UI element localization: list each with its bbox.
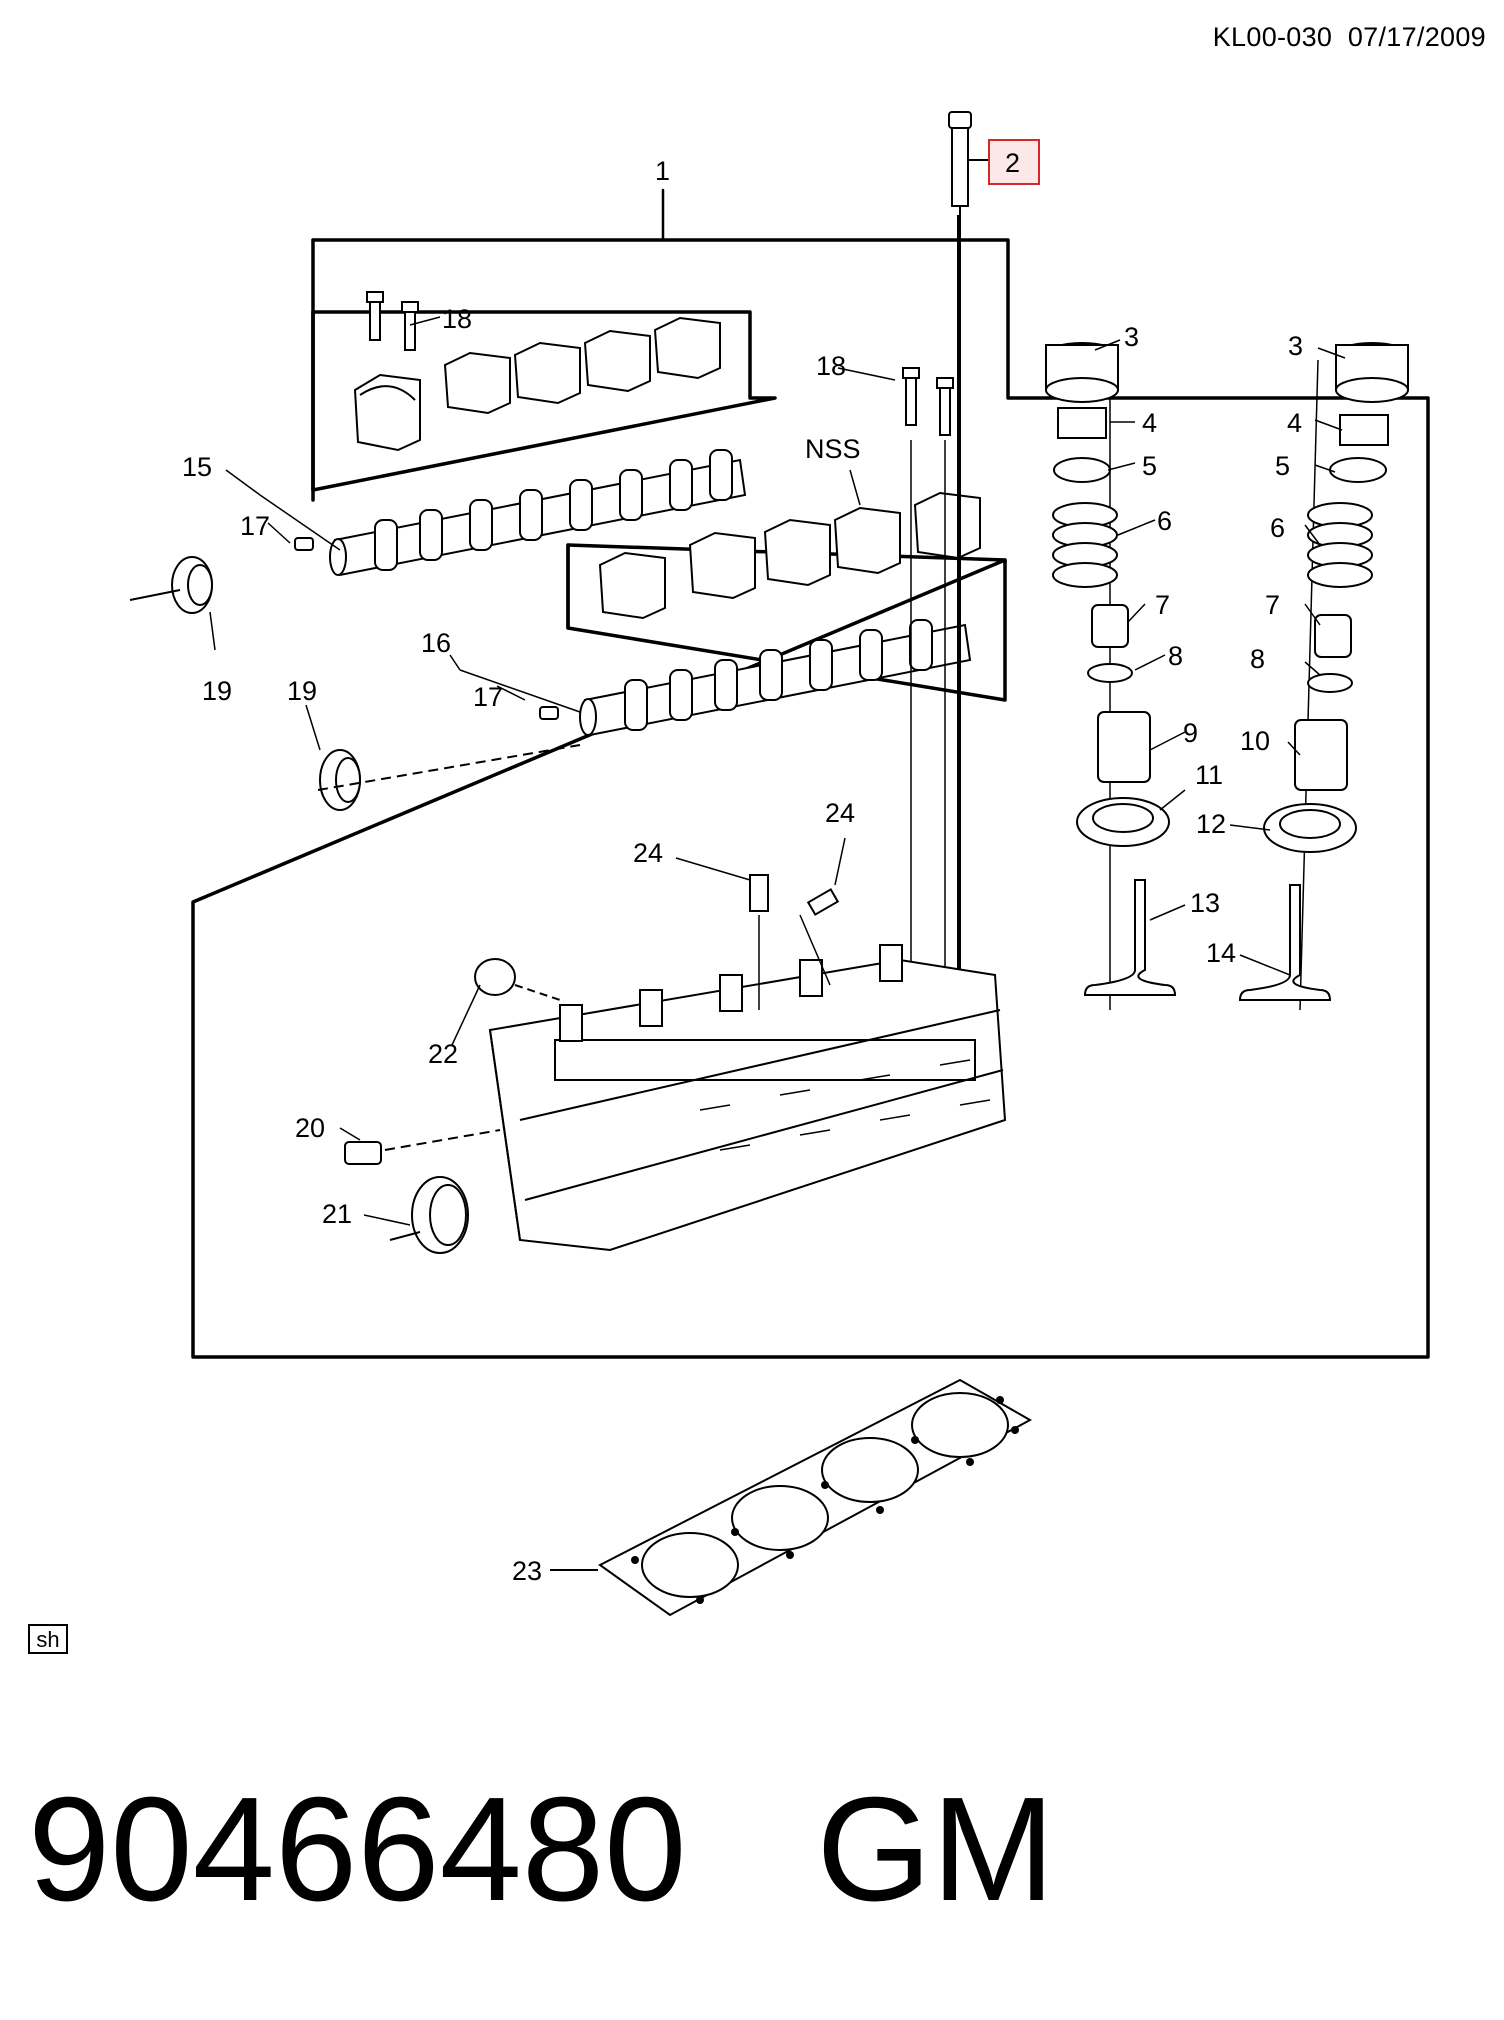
camshaft-16 bbox=[539, 619, 972, 737]
callout-18-upper: 18 bbox=[442, 304, 472, 334]
callout-5-right: 5 bbox=[1275, 451, 1290, 481]
callout-14: 14 bbox=[1206, 938, 1236, 968]
oil-seal-19-upper bbox=[129, 556, 213, 614]
cap-21 bbox=[389, 1176, 469, 1254]
cap-bolts-18 bbox=[902, 367, 954, 995]
callout-4-left: 4 bbox=[1142, 408, 1157, 438]
stud-24-right bbox=[799, 888, 840, 986]
callout-16: 16 bbox=[421, 628, 451, 658]
callout-13: 13 bbox=[1190, 888, 1220, 918]
bearing-caps-upper bbox=[353, 316, 721, 452]
callout-3-right: 3 bbox=[1288, 331, 1303, 361]
callout-7-left: 7 bbox=[1155, 590, 1170, 620]
cylinder-head bbox=[488, 944, 1007, 1252]
callout-20: 20 bbox=[295, 1113, 325, 1143]
callout-6-right: 6 bbox=[1270, 513, 1285, 543]
callout-19-lower: 19 bbox=[287, 676, 317, 706]
drawing-code: KL00-030 bbox=[1212, 22, 1333, 52]
plug-20 bbox=[344, 1129, 501, 1165]
callout-12: 12 bbox=[1196, 809, 1226, 839]
callout-5-left: 5 bbox=[1142, 451, 1157, 481]
callout-9: 9 bbox=[1183, 718, 1198, 748]
callout-24-right: 24 bbox=[825, 798, 855, 828]
callout-4-right: 4 bbox=[1287, 408, 1302, 438]
callout-10: 10 bbox=[1240, 726, 1270, 756]
callout-nss: NSS bbox=[805, 434, 861, 464]
valve-train-intake bbox=[1045, 342, 1177, 1010]
callout-8-right: 8 bbox=[1250, 644, 1265, 674]
callout-15: 15 bbox=[182, 452, 212, 482]
callout-8-left: 8 bbox=[1168, 641, 1183, 671]
callout-17-lower: 17 bbox=[473, 682, 503, 712]
callout-24-left: 24 bbox=[633, 838, 663, 868]
callout-22: 22 bbox=[428, 1039, 458, 1069]
cap-bolts-upper bbox=[366, 291, 419, 351]
sh-badge: sh bbox=[28, 1624, 68, 1654]
drawing-date: 07/17/2009 bbox=[1347, 22, 1486, 52]
oil-seal-19-lower bbox=[317, 744, 581, 811]
camshaft-15 bbox=[294, 449, 747, 577]
callout-1: 1 bbox=[655, 156, 670, 186]
callout-labels: 1 2 18 18 NSS 15 17 19 19 16 17 3 3 4 4 … bbox=[182, 148, 1303, 1586]
leader-lines bbox=[209, 316, 1346, 1226]
callout-21: 21 bbox=[322, 1199, 352, 1229]
part-number-line: 90466480 GM bbox=[28, 1770, 1055, 1930]
callout-3-left: 3 bbox=[1124, 322, 1139, 352]
head-gasket bbox=[550, 1378, 1033, 1617]
part-number: 90466480 bbox=[28, 1767, 687, 1932]
drawing-reference: KL00-030 07/17/2009 bbox=[1213, 22, 1486, 53]
callout-7-right: 7 bbox=[1265, 590, 1280, 620]
head-bolt-2 bbox=[948, 111, 1000, 1000]
valve-train-exhaust bbox=[1238, 342, 1409, 1011]
plug-22 bbox=[474, 958, 561, 1001]
callout-19-upper: 19 bbox=[202, 676, 232, 706]
callout-18-lower: 18 bbox=[816, 351, 846, 381]
callout-2-highlight bbox=[988, 139, 1040, 185]
callout-11: 11 bbox=[1195, 760, 1223, 790]
callout-23: 23 bbox=[512, 1556, 542, 1586]
stud-24-left bbox=[749, 874, 769, 1010]
callout-2: 2 bbox=[1005, 148, 1020, 178]
callout-6-left: 6 bbox=[1157, 506, 1172, 536]
bearing-caps-lower bbox=[598, 491, 981, 620]
callout-17-upper: 17 bbox=[240, 511, 270, 541]
part-brand: GM bbox=[816, 1767, 1055, 1932]
